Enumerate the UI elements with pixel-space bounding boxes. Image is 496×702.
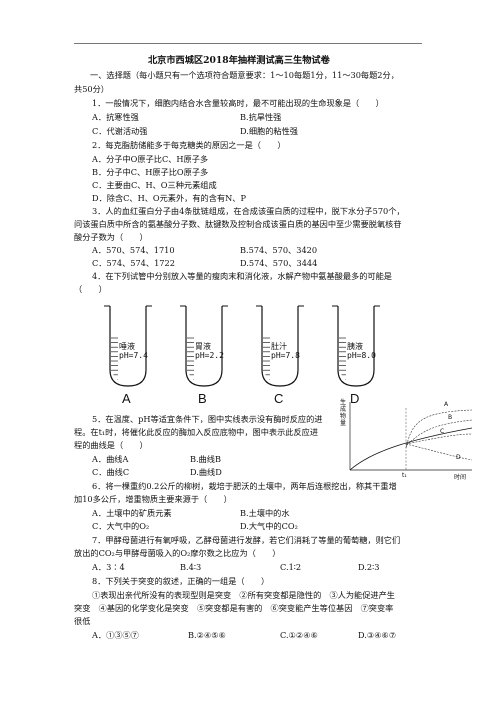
- q3-option-c: C．574、574、1722: [92, 258, 175, 268]
- q3-stem-line2: 问该蛋白质中所含的氨基酸分子数、肽键数及控制合成该蛋白质的基因中至少需要脱氧核苷: [74, 219, 402, 229]
- tube-ph-value: pH=8.0: [347, 351, 376, 360]
- tube-body: [261, 306, 299, 387]
- q1-option-c: C．代谢活动强: [92, 126, 148, 136]
- q3-stem-line3: 酸分子数为（ ）: [74, 232, 148, 242]
- q2-option-c: C．主要由C、H、O三种元素组成: [92, 180, 217, 190]
- tube-ph-value: pH=7.8: [271, 351, 300, 360]
- tube-ph-value: pH=2.2: [195, 351, 224, 360]
- exam-title: 北京市西城区2018年抽样测试高三生物试卷: [148, 55, 330, 66]
- test-tube-drawing: [256, 305, 304, 387]
- q8-option-b: B.②④⑤⑥: [188, 630, 226, 640]
- tube-body: [337, 306, 375, 387]
- q5-option-b: B.曲线B: [190, 454, 222, 464]
- q7-stem-line2: 放出的CO₂与甲酵母菌吸入的O₂摩尔数之比应为（ ）: [74, 548, 281, 558]
- tube-fluid-name: 胃液: [195, 342, 211, 351]
- tube-fluid-name: 胰液: [347, 342, 363, 351]
- q5-stem-line2: 程。在t₁时，将催化此反应的酶加入反应底物中，图中表示此反应进: [74, 427, 319, 437]
- q1-option-a: A．抗寒性强: [92, 112, 139, 122]
- q7-option-d: D.2∶3: [358, 562, 380, 572]
- chart-t1-label: t₁: [402, 472, 407, 479]
- tube-fluid-name: 肚汁: [271, 342, 287, 351]
- q1-option-d: D.细胞的粘性强: [240, 126, 298, 136]
- tube-letter: B: [198, 391, 207, 406]
- q8-option-c: C.①②④⑥: [280, 630, 318, 640]
- q3-stem-line1: 3．人的血红蛋白分子由4条肽链组成，在合成该蛋白质的过程中，脱下水分子570个，: [92, 206, 405, 216]
- tube-body: [109, 306, 147, 387]
- chart-curve-label-a: A: [444, 401, 449, 408]
- chart-svg: [349, 402, 473, 471]
- q5-option-d: D.曲线D: [190, 467, 222, 477]
- q3-option-d: D.574、570、3444: [240, 258, 318, 268]
- q2-option-b: B．分子中C、H原子比O原子多: [92, 167, 209, 177]
- q6-option-c: C．大气中的O₂: [92, 521, 150, 531]
- q8-item-line3: 很低: [74, 616, 91, 626]
- q6-option-b: B.土壤中的水: [240, 508, 290, 518]
- q7-option-c: C.1∶2: [280, 562, 302, 572]
- q7-stem-line1: 7．甲酵母菌进行有氧呼吸，乙酵母菌进行发酵，若它们消耗了等量的葡萄糖，则它们: [92, 535, 401, 545]
- chart-ylabel: 生成物量: [340, 399, 347, 427]
- q8-item-line1: ①表现出亲代所没有的表现型则是突变 ②所有突变都是隐性的 ③人为能促进产生: [92, 590, 395, 600]
- q4-stem-line1: 4．在下列试管中分别放入等量的瘦肉末和消化液，水解产物中氨基酸最多的可能是: [92, 271, 392, 281]
- reaction-curve-chart: 生成物量 时间 t₁ A B C D: [336, 399, 476, 481]
- test-tube-drawing: [180, 305, 228, 387]
- chart-curve-label-b: B: [448, 414, 453, 421]
- tube-fluid-name: 唾液: [119, 342, 135, 351]
- chart-curve-solid: [349, 427, 473, 471]
- q7-option-a: A．3∶4: [92, 562, 125, 572]
- q6-stem-line1: 6．将一棵重约0.2公斤的柳树，栽培于肥沃的土壤中，两年后连根挖出，称其干重增: [92, 481, 397, 491]
- q4-stem-line2: （ ）: [74, 284, 107, 294]
- chart-curve-label-d: D: [456, 454, 461, 461]
- tube-body: [185, 306, 223, 387]
- q6-option-a: A．土壤中的矿质元素: [92, 508, 172, 518]
- tube-ph-value: pH=7.4: [119, 351, 148, 360]
- q5-option-a: A．曲线A: [92, 454, 129, 464]
- q6-stem-line2: 加10多公斤，增重物质主要来源于（ ）: [74, 494, 232, 504]
- q1-option-b: B.抗旱性强: [240, 112, 282, 122]
- chart-xlabel: 时间: [454, 474, 467, 481]
- chart-curve-d: [405, 443, 473, 461]
- q6-option-d: D.大气中的CO₂: [240, 521, 298, 531]
- q8-option-a: A．①③⑤⑦: [92, 630, 139, 640]
- q3-option-b: B.574、570、3420: [240, 245, 318, 255]
- q8-item-line2: 突变 ④基因的化学变化是突变 ⑤突变都是有害的 ⑥突变能产生等位基因 ⑦突变率: [74, 603, 394, 613]
- q7-option-b: B.4∶3: [180, 562, 202, 572]
- section-heading: 一、选择题（每小题只有一个选项符合题意要求：1～10每题1分，11～30每题2分…: [90, 70, 399, 80]
- q3-option-a: A．570、574、1710: [92, 245, 175, 255]
- chart-curve-label-c: C: [440, 428, 445, 435]
- q8-stem: 8．下列关于突变的叙述，正确的一组是（ ）: [92, 576, 270, 586]
- section-heading-cont: 共50分）: [74, 84, 109, 94]
- tube-letter: C: [274, 391, 284, 406]
- test-tube-drawing: [332, 305, 380, 387]
- header-rule: [74, 43, 422, 44]
- q2-option-d: D．除含C、H、O元素外，有的含有N、P: [92, 193, 246, 203]
- q2-stem: 2．每克脂肪储能多于每克糖类的原因之一是（ ）: [92, 140, 286, 150]
- q5-option-c: C．曲线C: [92, 467, 130, 477]
- q1-stem: 1．一般情况下，细胞内结合水含量较高时，最不可能出现的生命现象是（ ）: [92, 98, 384, 108]
- test-tube-drawing: [104, 305, 152, 387]
- q8-option-d: D.③④⑥⑦: [358, 630, 397, 640]
- tube-letter: D: [350, 391, 360, 406]
- q5-stem-line1: 5．在温度、pH等适宜条件下，图中实线表示没有酶时反应的进: [92, 414, 323, 424]
- chart-curve-a: [405, 409, 473, 449]
- chart-curve-c: [405, 433, 473, 445]
- q2-option-a: A．分子中O原子比C、H原子多: [92, 154, 209, 164]
- tube-letter: A: [122, 391, 131, 406]
- q5-stem-line3: 程的曲线是（ ）: [74, 440, 148, 450]
